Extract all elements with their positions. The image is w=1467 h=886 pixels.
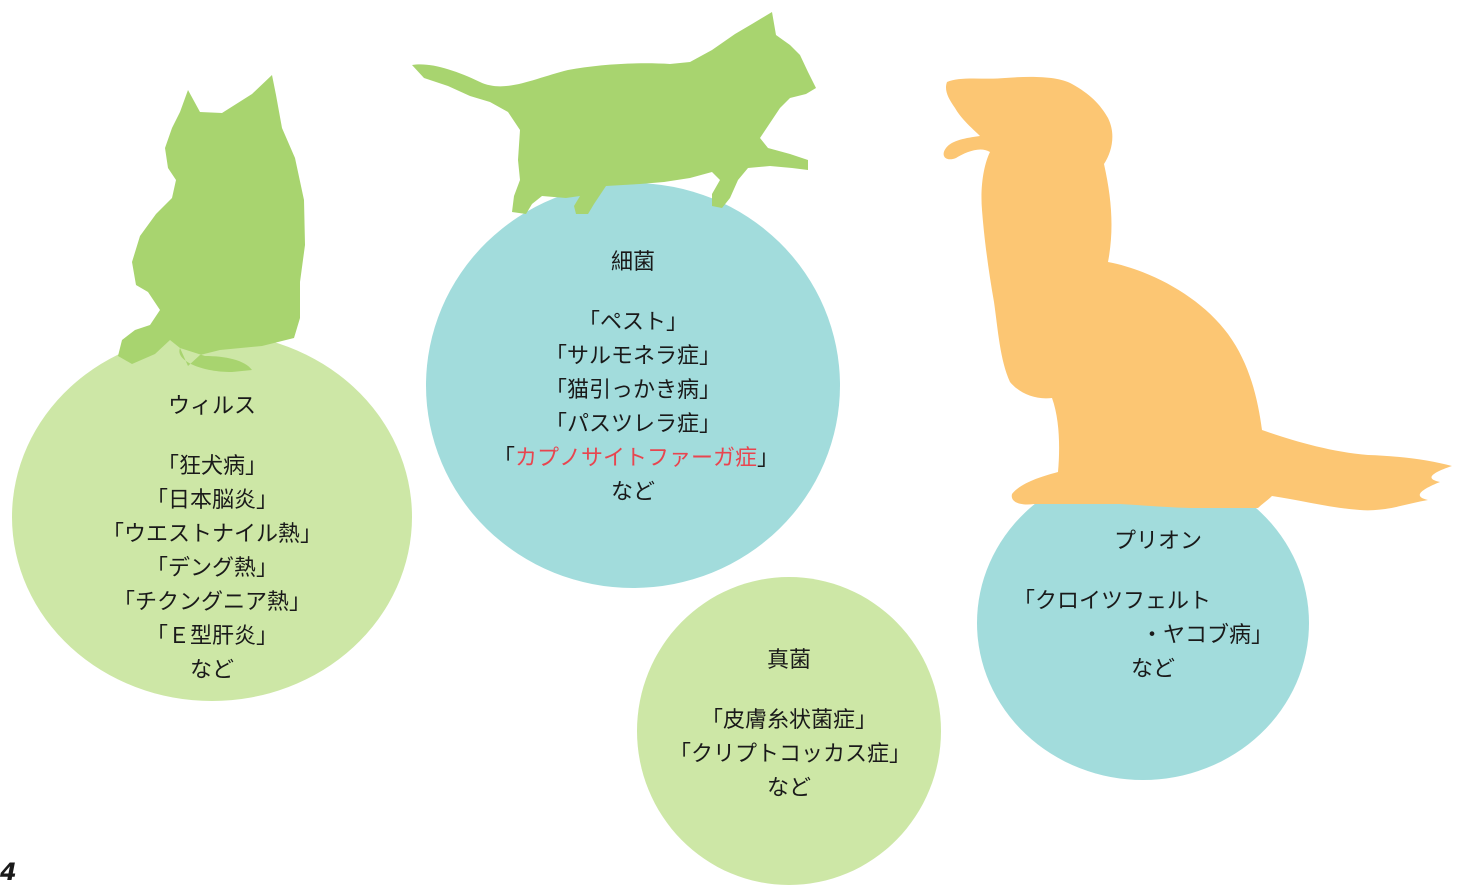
sitting-dog-silhouette-icon [943, 76, 1452, 511]
bacteria-item: 「ペスト」 [577, 310, 688, 335]
virus-heading: ウィルス [167, 394, 256, 419]
prion-heading: プリオン [1113, 529, 1202, 554]
virus-item: 「ウエストナイル熱」 [101, 522, 322, 547]
bacteria-highlight-item: 「カプノサイトファーガ症」 [493, 442, 779, 476]
virus-suffix: など [189, 658, 234, 683]
virus-item: 「Ｅ型肝炎」 [145, 624, 278, 649]
prion-item-line2: ・ヤコブ病」 [1140, 623, 1273, 648]
highlighted-disease: カプノサイトファーガ症 [515, 446, 758, 471]
virus-circle [12, 333, 412, 701]
walking-cat-silhouette-icon [412, 12, 816, 214]
bacteria-suffix: など [610, 480, 655, 505]
prion-suffix: など [1130, 657, 1175, 682]
prion-circle [977, 466, 1309, 780]
prion-item-line1: 「クロイツフェルト [1013, 589, 1212, 614]
page-number: 4 [0, 858, 17, 886]
bracket-open: 「 [493, 446, 516, 471]
fungus-heading: 真菌 [766, 648, 811, 673]
virus-item: 「デング熱」 [145, 556, 278, 581]
fungus-item: 「皮膚糸状菌症」 [700, 708, 877, 733]
bracket-close: 」 [757, 446, 780, 471]
bacteria-group: 細菌 「ペスト」 「サルモネラ症」 「猫引っかき病」 「パスツレラ症」 「カプノ… [493, 246, 779, 510]
bacteria-item: 「サルモネラ症」 [544, 344, 721, 369]
fungus-circle [637, 577, 941, 885]
virus-item: 「日本脳炎」 [145, 488, 278, 513]
sitting-cat-silhouette-icon [118, 75, 305, 372]
fungus-suffix: など [766, 776, 811, 801]
virus-item: 「狂犬病」 [156, 454, 267, 479]
virus-group: ウィルス 「狂犬病」 「日本脳炎」 「ウエストナイル熱」 「デング熱」 「チクン… [92, 390, 332, 688]
prion-group: プリオン 「クロイツフェルト ・ヤコブ病」 など [1013, 525, 1273, 687]
virus-item: 「チクングニア熱」 [112, 590, 311, 615]
bacteria-circle [426, 183, 840, 588]
bacteria-heading: 細菌 [610, 250, 655, 275]
bacteria-item: 「猫引っかき病」 [544, 378, 721, 403]
fungus-item: 「クリプトコッカス症」 [669, 742, 912, 767]
bacteria-item: 「パスツレラ症」 [544, 412, 721, 437]
fungus-group: 真菌 「皮膚糸状菌症」 「クリプトコッカス症」 など [669, 644, 912, 806]
